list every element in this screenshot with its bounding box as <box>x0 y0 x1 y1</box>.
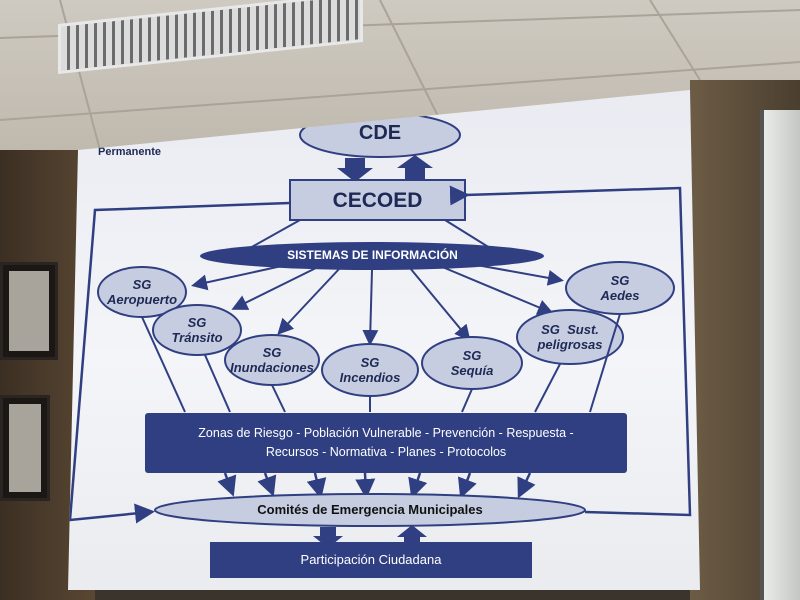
cecoed-label: CECOED <box>332 189 423 212</box>
cecoed-node <box>289 179 466 221</box>
sg-sust-node <box>516 309 624 365</box>
sistemas-node <box>200 242 544 270</box>
wall-picture-bottom <box>0 395 50 501</box>
participacion-label: Participación Ciudadana <box>300 552 442 567</box>
corner-label: Permanente <box>98 146 161 158</box>
participacion-box <box>210 542 532 578</box>
wall-picture-top <box>0 262 58 360</box>
zonas-line-1: Zonas de Riesgo - Población Vulnerable -… <box>198 426 574 440</box>
sistemas-label: SISTEMAS DE INFORMACIÓN <box>287 248 458 262</box>
sg-sust-label: SG Sust.peligrosas <box>537 322 603 352</box>
whiteboard <box>760 110 800 600</box>
comites-node <box>154 493 586 527</box>
zonas-line-2: Recursos - Normativa - Planes - Protocol… <box>265 445 507 459</box>
comites-label: Comités de Emergencia Municipales <box>257 502 483 517</box>
cde-label: CDE <box>358 122 402 144</box>
sg-transito-node <box>152 304 242 356</box>
zonas-text: Zonas de Riesgo - Población Vulnerable -… <box>145 424 627 462</box>
zonas-box <box>145 413 627 473</box>
